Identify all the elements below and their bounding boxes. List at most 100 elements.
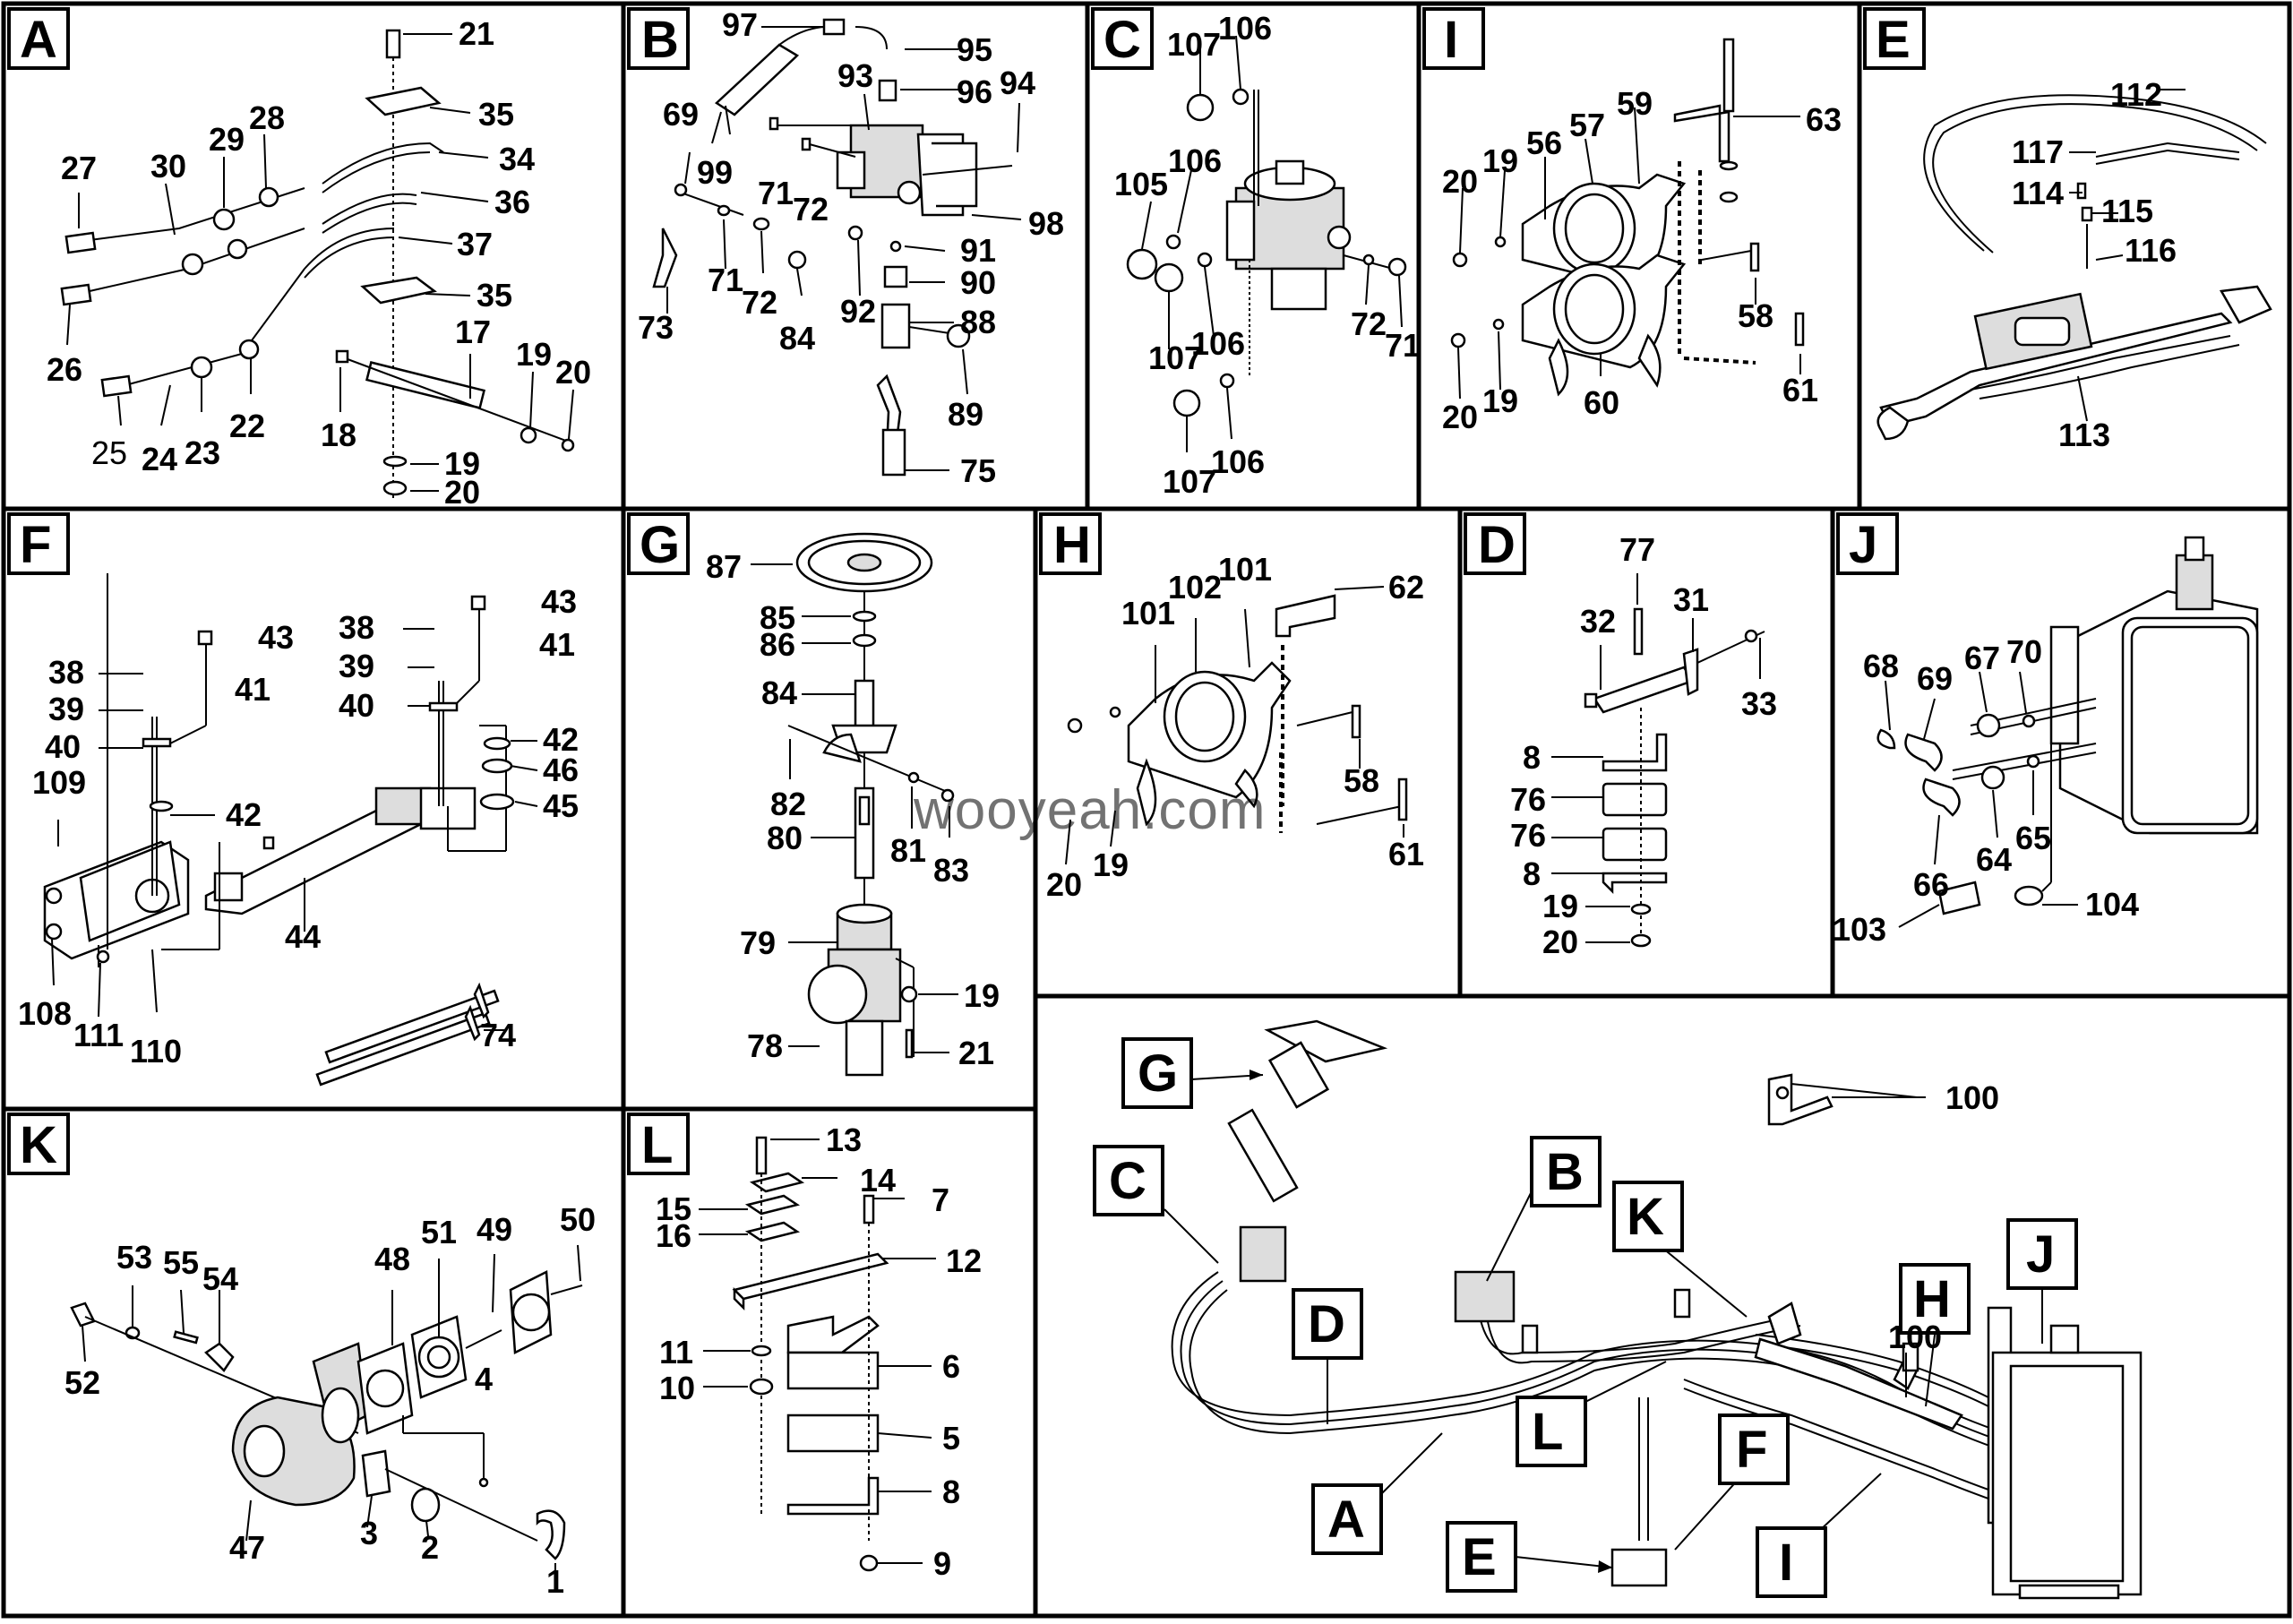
- callout: 88: [960, 304, 996, 340]
- overview-label-g: G: [1138, 1044, 1178, 1103]
- panel-f-callouts: 43 41 38 39 40 109 42 44 38 39 40 43 41 …: [18, 583, 579, 1070]
- callout: 52: [64, 1364, 100, 1401]
- callout: 30: [150, 148, 186, 185]
- panel-a-callouts: 21 35 34 36 37 35 27 30 29 28 26 25 24 2…: [47, 15, 591, 511]
- callout: 71: [758, 175, 794, 211]
- callout: 76: [1510, 817, 1546, 854]
- panel-d-callouts: 77 32 31 33 8 76 76 8 19 20: [1510, 531, 1777, 960]
- callout: 100: [1888, 1319, 1942, 1355]
- callout: 79: [740, 924, 776, 961]
- callout: 75: [960, 452, 996, 489]
- callout: 6: [942, 1348, 960, 1385]
- callout: 44: [285, 918, 321, 955]
- callout: 114: [2012, 175, 2064, 211]
- callout: 40: [339, 687, 374, 724]
- callout: 104: [2085, 886, 2139, 923]
- callout: 101: [1218, 551, 1272, 588]
- callout: 99: [697, 154, 733, 191]
- callout: 117: [2012, 133, 2064, 170]
- callout: 112: [2110, 76, 2162, 113]
- callout: 20: [444, 474, 480, 511]
- callout: 76: [1510, 781, 1546, 818]
- callout: 97: [722, 6, 758, 43]
- callout: 42: [543, 721, 579, 758]
- callout: 42: [226, 796, 262, 833]
- callout: 63: [1806, 101, 1842, 138]
- callout: 69: [663, 96, 699, 133]
- callout: 25: [91, 434, 127, 471]
- callout: 16: [656, 1217, 691, 1254]
- callout: 108: [18, 995, 72, 1032]
- callout: 110: [130, 1033, 182, 1070]
- callout: 17: [455, 314, 491, 350]
- callout: 55: [163, 1244, 199, 1281]
- callout: 29: [209, 121, 245, 158]
- callout: 8: [1523, 739, 1541, 776]
- callout: 72: [793, 191, 829, 228]
- callout: 80: [767, 820, 803, 856]
- callout: 37: [457, 226, 493, 262]
- callout: 38: [48, 654, 84, 691]
- panel-g: G: [627, 512, 958, 1077]
- callout: 106: [1191, 325, 1245, 362]
- panel-b-letter: B: [641, 11, 679, 69]
- callout: 62: [1388, 569, 1424, 606]
- watermark: wooyeah.com: [913, 779, 1267, 841]
- callout: 109: [32, 764, 86, 801]
- panel-e: E: [1863, 7, 2272, 441]
- callout: 72: [1351, 305, 1387, 342]
- callout: 51: [421, 1214, 457, 1250]
- callout: 35: [478, 96, 514, 133]
- callout: 71: [708, 262, 743, 298]
- callout: 8: [942, 1474, 960, 1510]
- panel-a: A: [7, 7, 575, 502]
- panel-j-callouts: 68 69 67 70 66 64 65 103 104: [1833, 633, 2139, 948]
- callout: 10: [659, 1370, 695, 1406]
- callout: 101: [1121, 595, 1175, 632]
- callout: 89: [948, 396, 983, 433]
- panel-k-letter: K: [20, 1116, 57, 1174]
- panel-c-callouts: 107 106 105 106 107 106 72 71 107 106: [1114, 10, 1421, 500]
- callout: 103: [1833, 911, 1886, 948]
- callout: 58: [1344, 762, 1379, 799]
- callout: 82: [770, 786, 806, 822]
- callout: 64: [1976, 841, 2012, 878]
- callout: 9: [933, 1545, 951, 1582]
- callout: 92: [840, 293, 876, 330]
- callout: 95: [957, 31, 992, 68]
- callout: 106: [1168, 142, 1222, 179]
- callout: 39: [48, 691, 84, 727]
- callout: 115: [2101, 193, 2153, 229]
- callout: 56: [1526, 125, 1562, 161]
- callout: 38: [339, 609, 374, 646]
- callout: 85: [760, 599, 795, 636]
- callout: 33: [1741, 685, 1777, 722]
- callout: 3: [360, 1515, 378, 1551]
- panel-c-letter: C: [1104, 11, 1141, 69]
- callout: 20: [1046, 866, 1082, 903]
- callout: 19: [1482, 382, 1518, 419]
- callout: 35: [477, 277, 512, 314]
- overview-label-a: A: [1327, 1491, 1365, 1549]
- panel-i-callouts: 63 59 57 56 19 20 58 20 19 60 61: [1442, 85, 1842, 435]
- overview-label-e: E: [1462, 1528, 1497, 1586]
- callout: 74: [480, 1017, 516, 1053]
- callout: 47: [229, 1529, 265, 1566]
- callout: 19: [1542, 888, 1578, 924]
- overview-label-d: D: [1308, 1295, 1345, 1353]
- callout: 5: [942, 1420, 960, 1456]
- callout: 77: [1619, 531, 1655, 568]
- callout: 50: [560, 1201, 596, 1238]
- callout: 78: [747, 1027, 783, 1064]
- callout: 22: [229, 408, 265, 444]
- overview-callouts: G C B K D L F A E I H J 1: [1093, 1037, 2078, 1598]
- callout: 116: [2125, 232, 2177, 269]
- callout: 58: [1738, 297, 1773, 334]
- panel-h: H: [1039, 512, 1408, 865]
- callout: 18: [321, 417, 356, 453]
- panel-h-letter: H: [1053, 516, 1091, 574]
- callout: 45: [543, 787, 579, 824]
- overview-assembly: [1171, 1019, 2143, 1600]
- callout: 7: [932, 1181, 949, 1218]
